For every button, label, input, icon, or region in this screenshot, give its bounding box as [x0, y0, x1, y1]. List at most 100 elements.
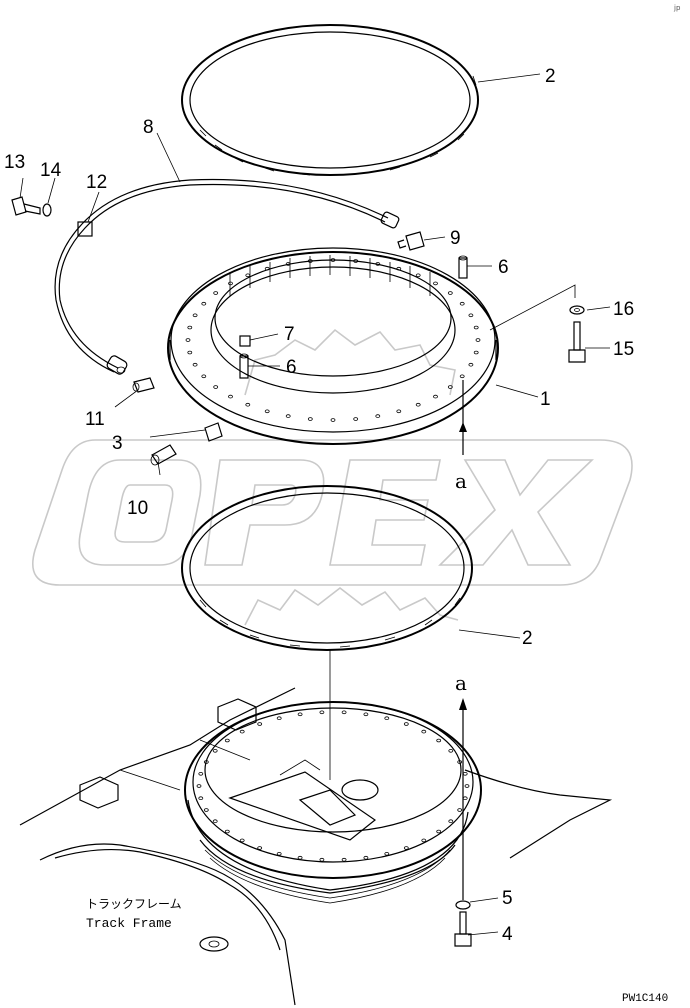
bearing-bolt-hole	[459, 374, 465, 379]
cable-fitting-lower	[150, 444, 177, 466]
drawing-code: PW1C140	[622, 993, 668, 1005]
base-bolt-hole	[448, 748, 454, 753]
base-bolt-hole	[341, 710, 347, 715]
bearing-bolt-hole	[473, 350, 479, 355]
base-bolt-hole	[436, 738, 442, 743]
view-arrow-lower: a	[455, 671, 467, 900]
upper-seal-ring	[181, 24, 479, 176]
bearing-bolt-hole	[353, 259, 359, 263]
bearing-bolt-hole	[201, 374, 207, 379]
callout-2-lower: 2	[522, 628, 533, 649]
dowel-pin-upper	[458, 255, 468, 279]
callout-11: 11	[85, 409, 105, 430]
base-bolt-hole	[319, 710, 325, 715]
dowel-pin-lower	[239, 353, 249, 379]
callout-14: 14	[40, 160, 62, 181]
frame-circle-base	[184, 701, 482, 904]
bearing-bolt-hole	[433, 281, 438, 286]
bearing-bolt-hole	[459, 301, 465, 306]
base-bolt	[454, 911, 472, 947]
callout-8: 8	[143, 117, 154, 138]
corner-mark: jp	[673, 4, 681, 12]
base-bolt-hole	[203, 760, 209, 764]
base-bolt-hole	[198, 771, 204, 776]
frame-junction-box-right	[217, 698, 257, 731]
clamp-washer	[42, 203, 52, 217]
base-bolt-hole	[462, 796, 468, 800]
bearing-bolt-hole	[213, 291, 219, 295]
bearing-bolt-hole	[396, 266, 402, 271]
base-bolt-hole	[196, 784, 202, 788]
bearing-bolt-hole	[433, 394, 438, 399]
cable-connector-upper	[380, 211, 400, 229]
base-bolt-hole	[384, 851, 390, 856]
base-bolt-hole	[319, 857, 325, 862]
base-bolt-hole	[448, 819, 454, 823]
bearing-bolt-hole	[353, 417, 359, 421]
bearing-bolt-hole	[245, 402, 251, 407]
bearing-bolt-hole	[468, 362, 474, 367]
base-bolt-hole	[462, 771, 468, 776]
base-bolt-hole	[257, 722, 263, 726]
base-bolt-hole	[457, 760, 463, 764]
lower-seal-ring	[181, 485, 473, 651]
bearing-bolt-hole	[187, 325, 193, 330]
base-bolt-hole	[403, 846, 409, 850]
bearing-bolt-hole	[415, 402, 421, 407]
bearing-bolt-hole	[185, 338, 191, 342]
clamp-bolt	[11, 196, 41, 216]
base-bolt-hole	[341, 857, 347, 862]
bearing-bolt-hole	[201, 301, 207, 306]
base-bolt-hole	[239, 838, 245, 843]
bearing-bolt-hole	[285, 414, 291, 418]
callout-16: 16	[613, 299, 634, 320]
bearing-bolt-hole	[264, 409, 270, 414]
mounting-bolt	[568, 321, 586, 363]
bearing-bolt-holes	[185, 258, 481, 422]
base-bolt-hole	[363, 855, 369, 860]
cable-connector-lower	[106, 355, 128, 375]
bearing-bolt-hole	[285, 262, 291, 266]
bearing-bolt-hole	[228, 394, 233, 399]
base-bolt-hole	[212, 748, 218, 753]
track-frame	[19, 687, 613, 1006]
sensor-cable	[54, 178, 400, 375]
callout-1: 1	[540, 389, 551, 410]
base-bolt-hole	[384, 716, 390, 720]
base-bolt-hole	[436, 829, 442, 834]
callout-7: 7	[284, 324, 295, 345]
cable-clamp	[77, 221, 93, 237]
base-bolt-hole	[363, 712, 369, 717]
callout-6-upper: 6	[498, 257, 509, 278]
callout-10: 10	[127, 498, 148, 519]
bearing-bolt-hole	[192, 362, 198, 367]
base-bolt-hole	[224, 738, 230, 743]
bearing-bolt-hole	[475, 338, 481, 342]
callout-5: 5	[502, 888, 513, 909]
base-bolt-hole	[203, 808, 209, 812]
cable-fitting-upper	[397, 231, 425, 251]
grease-plug	[239, 335, 251, 347]
mounting-washer	[569, 305, 585, 315]
view-arrow-upper: a	[455, 380, 467, 493]
base-bolt-hole	[297, 712, 303, 717]
base-bolt-hole	[257, 846, 263, 850]
bearing-bolt-hole	[192, 313, 198, 318]
callout-13: 13	[4, 152, 25, 173]
callouts: 2 2 1 3 4 5 6 6 7 8 9 10 11 12 13 14 15 …	[4, 66, 634, 945]
base-bolt-hole	[421, 838, 427, 843]
bearing-bolt-hole	[415, 273, 421, 278]
bearing-bolt-hole	[187, 350, 193, 355]
base-bolt-hole	[224, 829, 230, 834]
frame-junction-box-left	[79, 776, 119, 809]
bearing-bolt-hole	[468, 313, 474, 318]
callout-9: 9	[450, 228, 461, 249]
sensor-bracket	[204, 422, 223, 442]
callout-6-lower: 6	[286, 357, 297, 378]
callout-12: 12	[86, 172, 107, 193]
bearing-bolt-hole	[245, 273, 251, 278]
base-bolt-hole	[212, 819, 218, 823]
callout-2-upper: 2	[545, 66, 556, 87]
bearing-bolt-hole	[375, 414, 381, 418]
swing-circle-bearing	[167, 247, 499, 445]
